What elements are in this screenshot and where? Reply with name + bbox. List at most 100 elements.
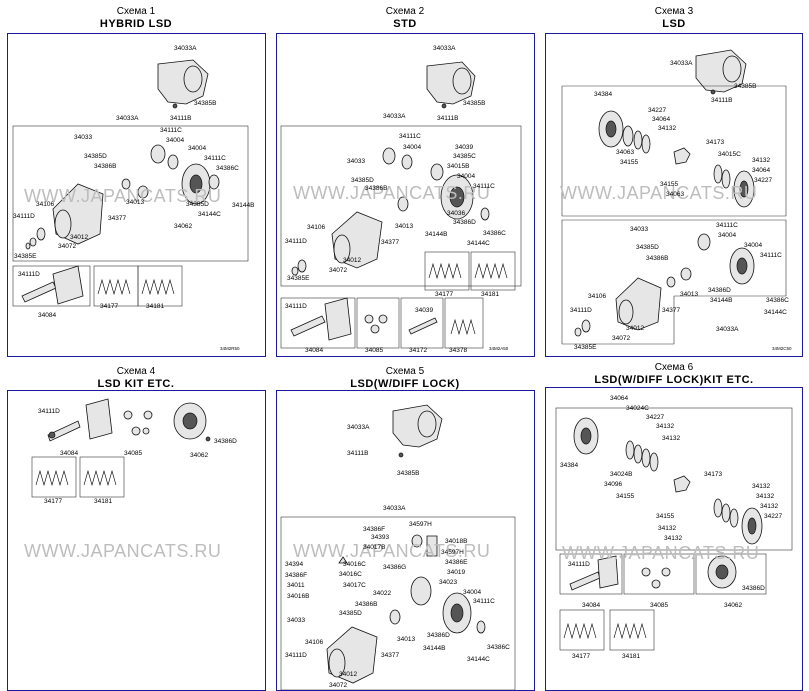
label: 34111D [285,238,307,245]
label: 34132 [756,493,774,500]
label: 34597H [441,549,464,556]
label: 34377 [662,307,680,314]
label: 34111C [716,222,738,229]
label: 34111D [13,213,35,220]
watermark-3: WWW.JAPANCATS.RU [560,183,757,203]
label: 34132 [752,157,770,164]
label: 34386F [363,526,385,533]
scheme-4-caption: Схема 4 LSD KIT ETC. [6,366,266,390]
label: 34385D [636,244,659,251]
label: 34023 [439,579,457,586]
lsd-case [573,417,763,545]
label: 34227 [648,107,666,114]
part-labels-2: 34033A 34385B 34111B 34033A 34111C 34039… [285,45,509,354]
label: 34012 [70,234,88,241]
label: 34132 [662,435,680,442]
label: 34111D [285,652,307,659]
label: 34385B [463,100,485,107]
watermark-5: WWW.JAPANCATS.RU [293,541,490,561]
label: 34072 [58,243,76,250]
scheme-1-diagram[interactable]: WWW.JAPANCATS.RU 34033A 34385B 34111B 34… [7,33,266,357]
label: 34377 [381,239,399,246]
label: 34132 [760,503,778,510]
label: 34385D [84,153,107,160]
scheme-4-diagram[interactable]: WWW.JAPANCATS.RU 34111D 34084 34085 3406… [7,390,266,691]
part-labels-5: 34033A 34111B 34385B 34033A 34386F 34597… [285,424,510,689]
label: 34111C [473,183,495,190]
label: 34106 [36,201,54,208]
label: 34013 [126,199,144,206]
label: 34386E [445,559,468,566]
label: 34004 [457,173,475,180]
scheme-2-diagram[interactable]: WWW.JAPANCATS.RU 34033A 34385B 34111B 34… [276,33,535,357]
label: 34111B [170,115,191,122]
label: 34597H [409,521,432,528]
label: 34033A [116,115,139,122]
pinion-box [280,297,356,349]
label: 34085 [365,347,383,354]
label: 34012 [626,325,644,332]
label: 34227 [764,513,782,520]
label: 34386B [365,185,387,192]
label: 34386D [214,438,237,445]
label: 34018B [445,538,467,545]
scheme-3-title: LSD [662,18,686,30]
scheme-code: 34M2C50 [772,346,792,351]
housing-top [392,404,443,458]
label: 34173 [706,139,724,146]
label: 34111B [437,115,458,122]
label: 34155 [616,493,634,500]
scheme-1-caption: Схема 1 HYBRID LSD [6,6,266,30]
label: 34385E [574,344,597,351]
label: 34155 [620,159,638,166]
spring-a-box [559,609,605,651]
scheme-6-diagram[interactable]: WWW.JAPANCATS.RU 34064 34024C 34227 3438… [545,387,803,691]
diff-lock [338,534,438,606]
springs [97,278,175,296]
spring-c-box [79,456,125,498]
label: 34227 [646,414,664,421]
label: 34385D [351,177,374,184]
label: 34033 [347,158,365,165]
label: 34033A [174,45,197,52]
differential-case [666,233,755,288]
label: 34386C [216,165,239,172]
label: 34033 [630,226,648,233]
part-labels-6: 34064 34024C 34227 34384 34132 34024B 34… [560,395,782,660]
seals-left [574,319,591,337]
label: 34384 [594,91,612,98]
assembly-box [561,219,787,345]
label: 34064 [652,116,670,123]
label: 34385E [14,253,37,260]
label: 34385D [186,201,209,208]
scheme-5-diagram[interactable]: WWW.JAPANCATS.RU 34033A 34111B 34385B 34… [276,390,535,691]
label: 34144C [198,211,221,218]
pinion-mate-box [356,297,400,349]
label: 34015B [447,163,469,170]
label: 34386C [766,297,789,304]
label: 34072 [612,335,630,342]
scheme-3-svg: WWW.JAPANCATS.RU 34033A 34385B 34111B 34… [560,49,792,351]
seals-left [25,227,46,250]
label: 34033A [383,113,406,120]
scheme-3-diagram[interactable]: WWW.JAPANCATS.RU 34033A 34385B 34111B 34… [545,33,803,357]
carrier-main [615,277,662,331]
label: 34144B [423,645,445,652]
assembly-box [280,516,516,690]
label: 34144B [232,202,254,209]
label: 34062 [724,602,742,609]
label: 34017C [343,582,366,589]
label: 34016C [343,561,366,568]
label: 34144C [467,240,490,247]
label: 34386B [94,163,116,170]
part-labels-1: 34033A 34385B 34111B 34033A 34033 34111C… [13,45,254,351]
differential-case [382,147,490,221]
label: 34072 [329,682,347,689]
label: 34181 [622,653,640,660]
label: 34024C [626,405,649,412]
label: 34106 [305,639,323,646]
label: 34016C [339,571,362,578]
label: 34181 [481,291,499,298]
scheme-5-title: LSD(W/DIFF LOCK) [350,378,460,390]
label: 34039 [455,144,473,151]
